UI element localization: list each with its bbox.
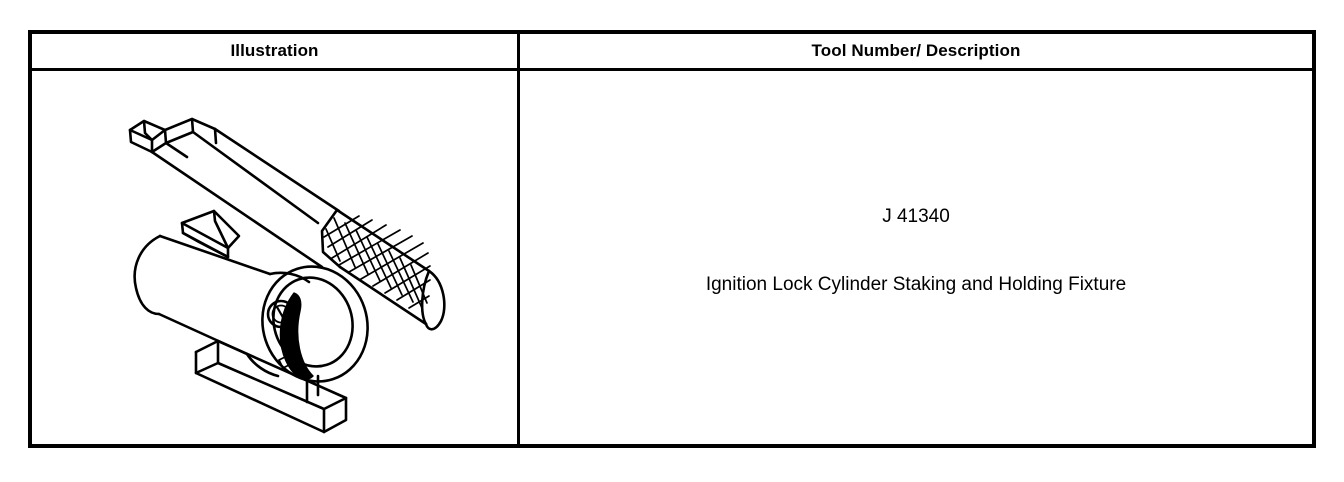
cell-illustration xyxy=(32,71,517,444)
table-header-row: Illustration Tool Number/ Description xyxy=(32,34,1312,71)
table-inner: Illustration Tool Number/ Description xyxy=(32,34,1312,444)
column-header-illustration: Illustration xyxy=(230,41,319,60)
tool-description: Ignition Lock Cylinder Staking and Holdi… xyxy=(705,274,1127,295)
tool-line-drawing xyxy=(128,117,446,434)
cell-tool-number-description: J 41340 Ignition Lock Cylinder Staking a… xyxy=(520,71,1312,444)
column-header-tool-number-description: Tool Number/ Description xyxy=(811,41,1021,60)
special-tools-table: Illustration Tool Number/ Description xyxy=(28,30,1316,448)
table-row: J 41340 Ignition Lock Cylinder Staking a… xyxy=(32,71,1312,444)
ignition-lock-cylinder-staking-fixture-icon xyxy=(32,71,517,445)
column-divider xyxy=(517,34,520,444)
description-stack: J 41340 Ignition Lock Cylinder Staking a… xyxy=(706,206,1126,297)
tool-number: J 41340 xyxy=(882,206,950,228)
